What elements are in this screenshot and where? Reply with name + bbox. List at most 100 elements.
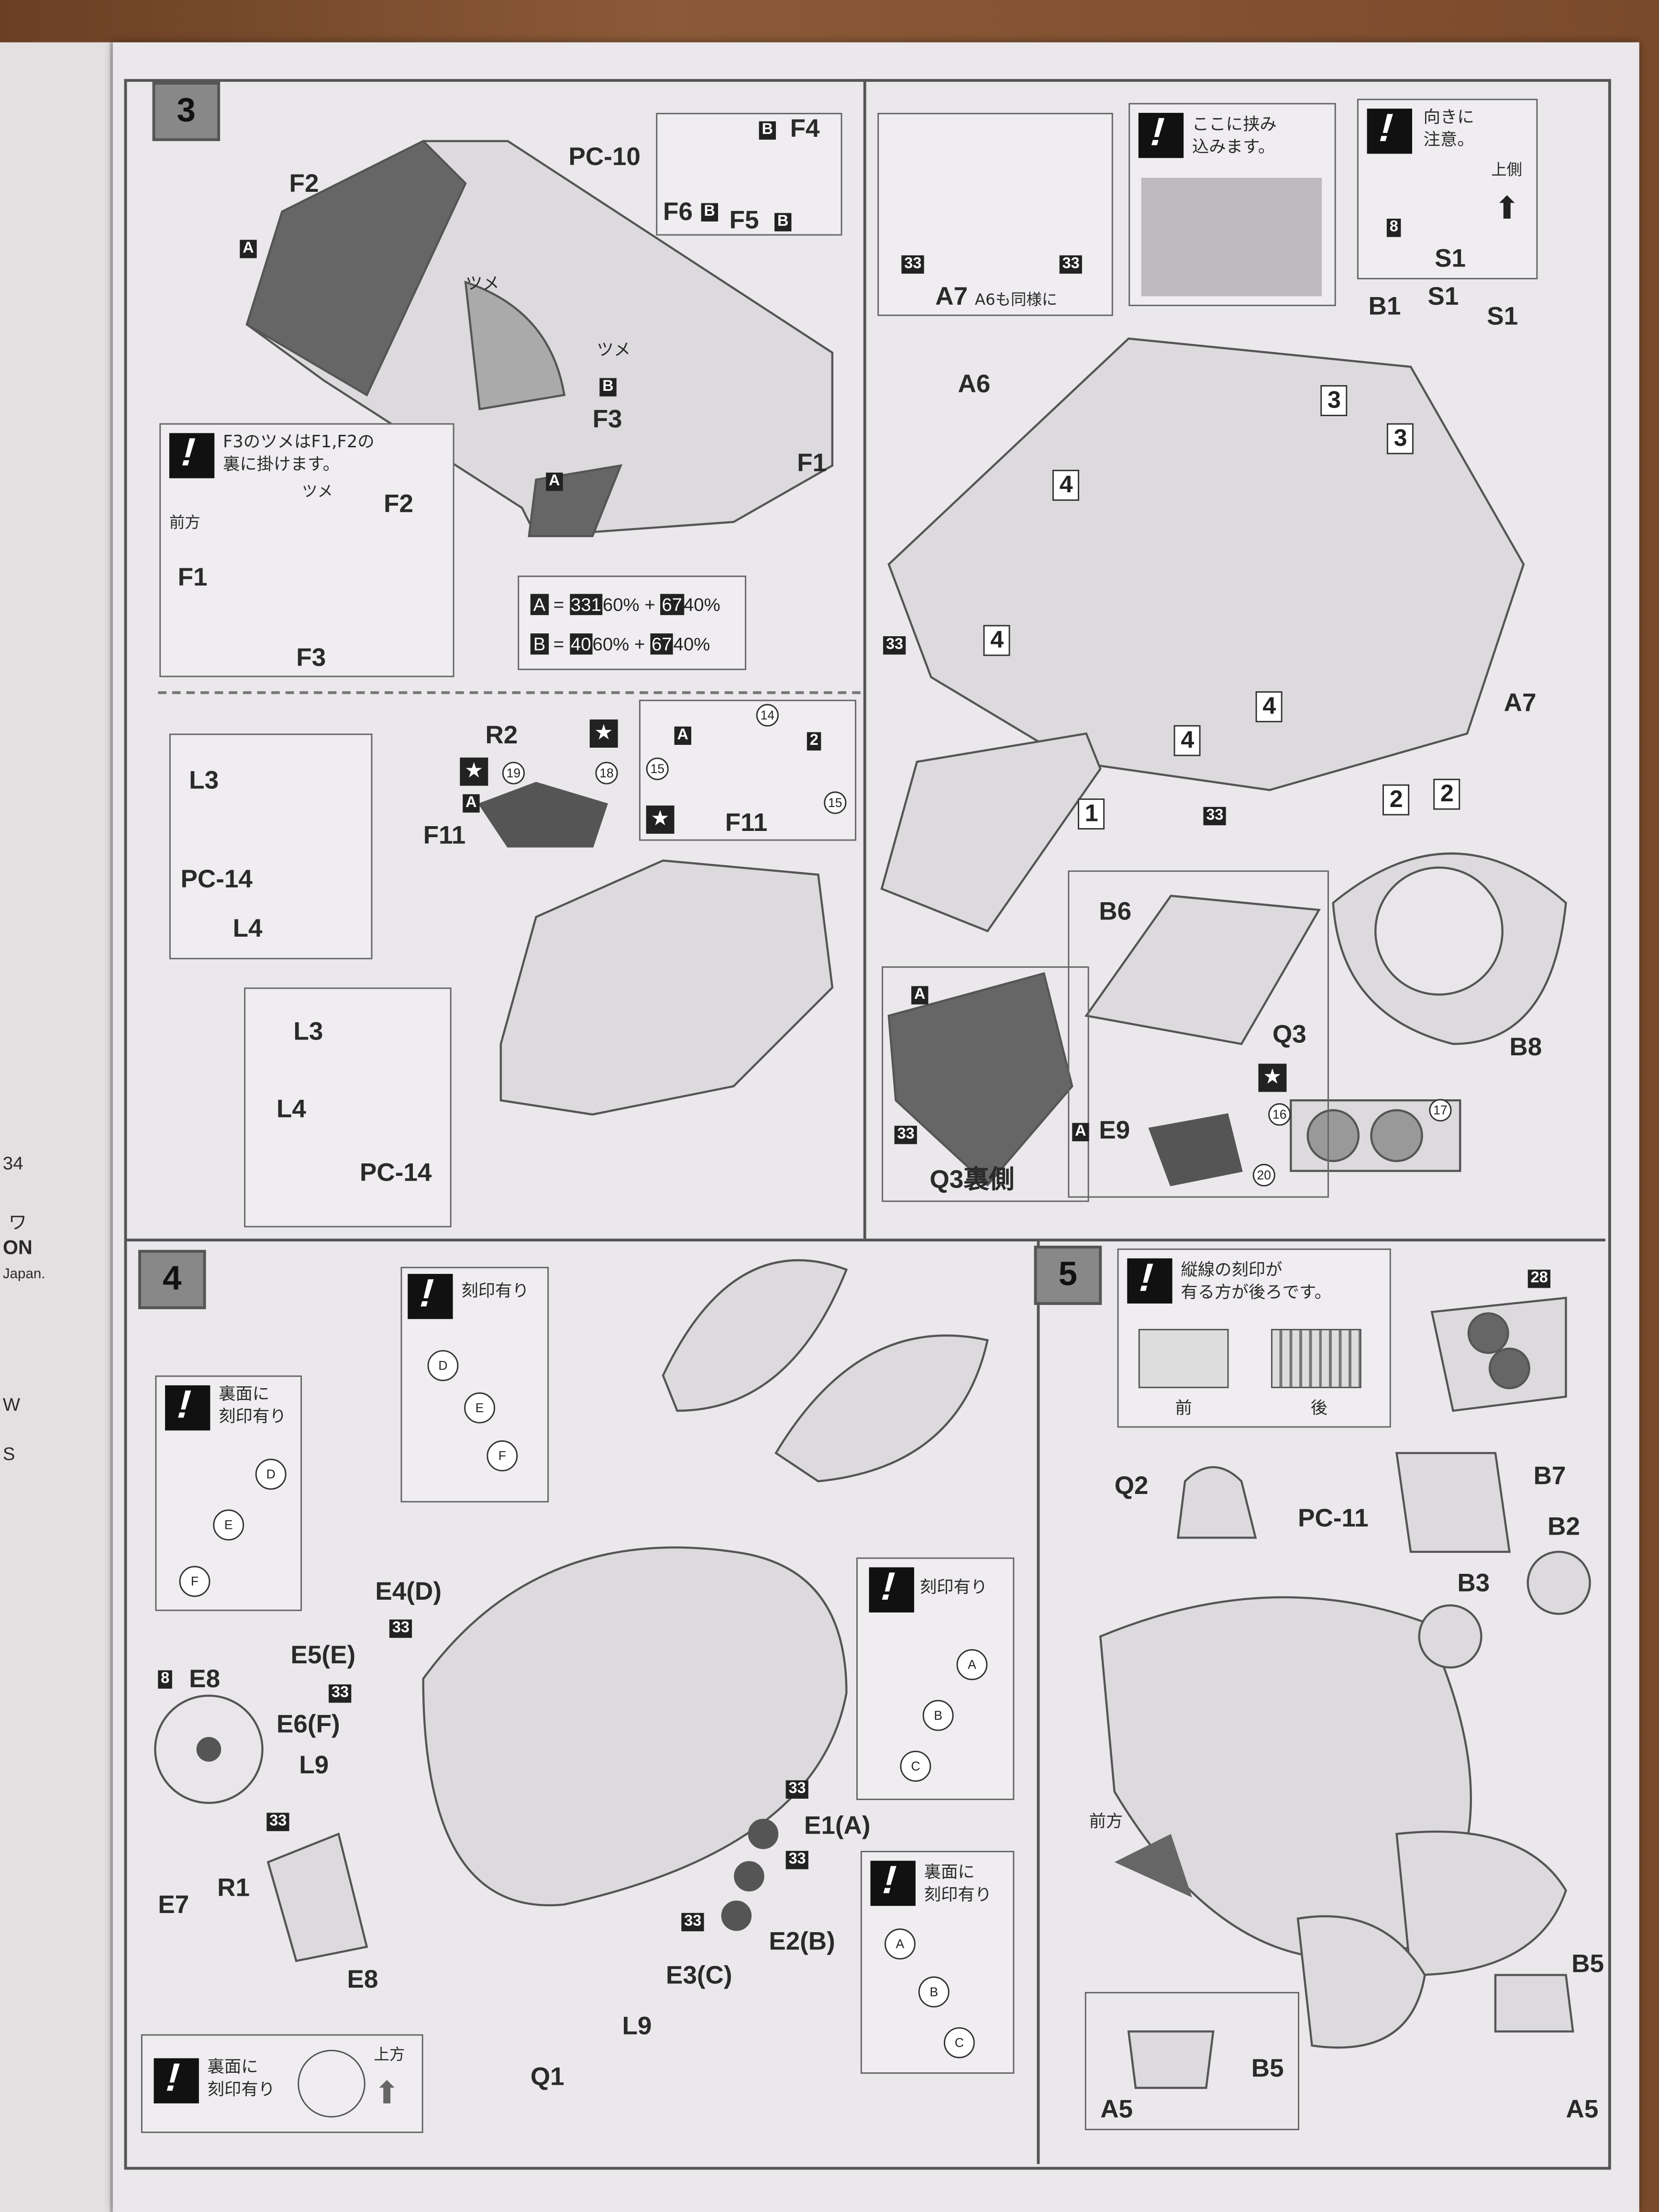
part-label: Q3裏側 [929, 1165, 1015, 1194]
warning-icon [408, 1273, 453, 1319]
color-badge: 33 [329, 1684, 352, 1703]
front-diagram [1138, 1328, 1229, 1388]
part-label: F2 [289, 169, 319, 198]
page-text: ON [2, 1236, 33, 1259]
part-label: R1 [217, 1873, 250, 1902]
step-number: 5 [1034, 1245, 1102, 1305]
step-ref: 4 [1173, 725, 1201, 756]
mark-c: C [900, 1750, 931, 1782]
mark-a: A [885, 1928, 916, 1960]
warning-icon [165, 1385, 210, 1431]
color-badge: B [599, 378, 617, 397]
color-badge: A [1072, 1123, 1089, 1141]
part-label: E5(E) [290, 1640, 356, 1669]
page-text: W [2, 1394, 21, 1415]
mark-f: F [487, 1440, 518, 1471]
percent: 40% [673, 633, 710, 655]
decal-number: 17 [1429, 1099, 1452, 1122]
hull-part-a6-a7 [887, 337, 1525, 791]
color-badge: B [701, 203, 718, 221]
part-label: F5 [729, 206, 759, 234]
step-ref: 4 [1052, 470, 1080, 501]
star-icon: ★ [589, 719, 618, 748]
part-label: B2 [1548, 1512, 1580, 1541]
callout: ツメ [465, 274, 499, 294]
part-label: F2 [384, 489, 414, 518]
callout: ツメ [597, 340, 631, 360]
color-badge: 33 [785, 1780, 809, 1799]
page-frame [124, 79, 1611, 2170]
callout: ツメ [302, 482, 333, 501]
plus: + [644, 594, 655, 615]
part-label: F3 [296, 643, 326, 672]
color-badge: 33 [681, 1913, 705, 1932]
part-label: E2(B) [769, 1927, 835, 1956]
mark-c: C [943, 2027, 975, 2058]
mark-b: B [918, 1976, 950, 2008]
back-diagram [1271, 1328, 1361, 1388]
inset-l3-l4-2 [244, 987, 452, 1228]
part-label: L4 [276, 1095, 306, 1123]
step-ref: 2 [1433, 778, 1461, 810]
color-badge: 28 [1527, 1270, 1551, 1288]
note-bottom: 裏面に 刻印有り 上方 ⬆ [141, 2034, 423, 2133]
part-label: B8 [1509, 1032, 1542, 1061]
inset-a7: 33 33 A7 A6も同様に [877, 112, 1113, 316]
part-label: S1 [1487, 302, 1518, 331]
dashed-divider [158, 691, 861, 694]
color-badge: 8 [1386, 219, 1401, 237]
note-rear-mark: 縦線の刻印が 有る方が後ろです。 前 後 [1117, 1248, 1391, 1428]
star-icon: ★ [646, 805, 675, 834]
mark-d: D [255, 1459, 287, 1490]
note-insert: ここに挟み 込みます。 [1128, 103, 1336, 306]
paint-code: 331 [569, 594, 603, 615]
color-badge: A [674, 726, 691, 745]
divider [127, 1239, 1605, 1242]
part-label: B5 [1571, 1949, 1604, 1978]
note-f3-tab: F3のツメはF1,F2の 裏に掛けます。 前方 ツメ F2 F1 F3 [159, 423, 454, 677]
up-arrow-icon: ⬆ [1493, 190, 1520, 226]
part-label: PC-10 [568, 142, 641, 171]
page-text: S [2, 1443, 15, 1465]
part-label: E8 [347, 1965, 378, 1993]
divider [1037, 1241, 1040, 2164]
part-label: PC-14 [180, 864, 253, 893]
warning-icon [154, 2058, 199, 2103]
decal-number: 15 [824, 791, 847, 814]
part-label: F6 [663, 197, 693, 226]
mark-e: E [213, 1509, 244, 1541]
note-text: 裏面に 刻印有り [219, 1383, 287, 1427]
part-label: F1 [177, 563, 208, 591]
color-badge: B [759, 121, 776, 140]
part-label: L9 [622, 2012, 652, 2040]
note-text: 刻印有り [461, 1281, 529, 1301]
main-body-step4 [422, 1546, 848, 1906]
part-label: S1 [1427, 282, 1459, 310]
color-letter: B [530, 633, 549, 655]
warning-icon [1127, 1258, 1172, 1304]
part-label: A5 [1566, 2095, 1599, 2124]
part-label: Q3 [1272, 1020, 1306, 1049]
page-text: 34 [2, 1152, 23, 1174]
photo-detail [1141, 177, 1322, 297]
color-badge: A [546, 472, 563, 491]
up-label: 上方 [374, 2046, 405, 2064]
back-label: 後 [1310, 1398, 1328, 1418]
note-text: 刻印有り [919, 1577, 988, 1597]
color-badge: 33 [883, 636, 906, 655]
plus: + [634, 633, 645, 655]
part-label: E3(C) [665, 1961, 732, 1990]
step-ref: 1 [1078, 798, 1106, 830]
decal-number: 19 [502, 762, 525, 785]
photo-detail [217, 509, 443, 639]
inset-a5-b5 [1084, 1991, 1300, 2130]
note-text: 裏面に 刻印有り [924, 1862, 992, 1905]
mark-d: D [427, 1350, 459, 1382]
part-label: Q1 [530, 2062, 564, 2091]
part-label: F1 [797, 448, 827, 477]
paint-code: 67 [650, 633, 674, 655]
part-label: PC-11 [1298, 1504, 1369, 1532]
star-icon: ★ [1258, 1063, 1287, 1092]
divider [863, 79, 866, 1239]
